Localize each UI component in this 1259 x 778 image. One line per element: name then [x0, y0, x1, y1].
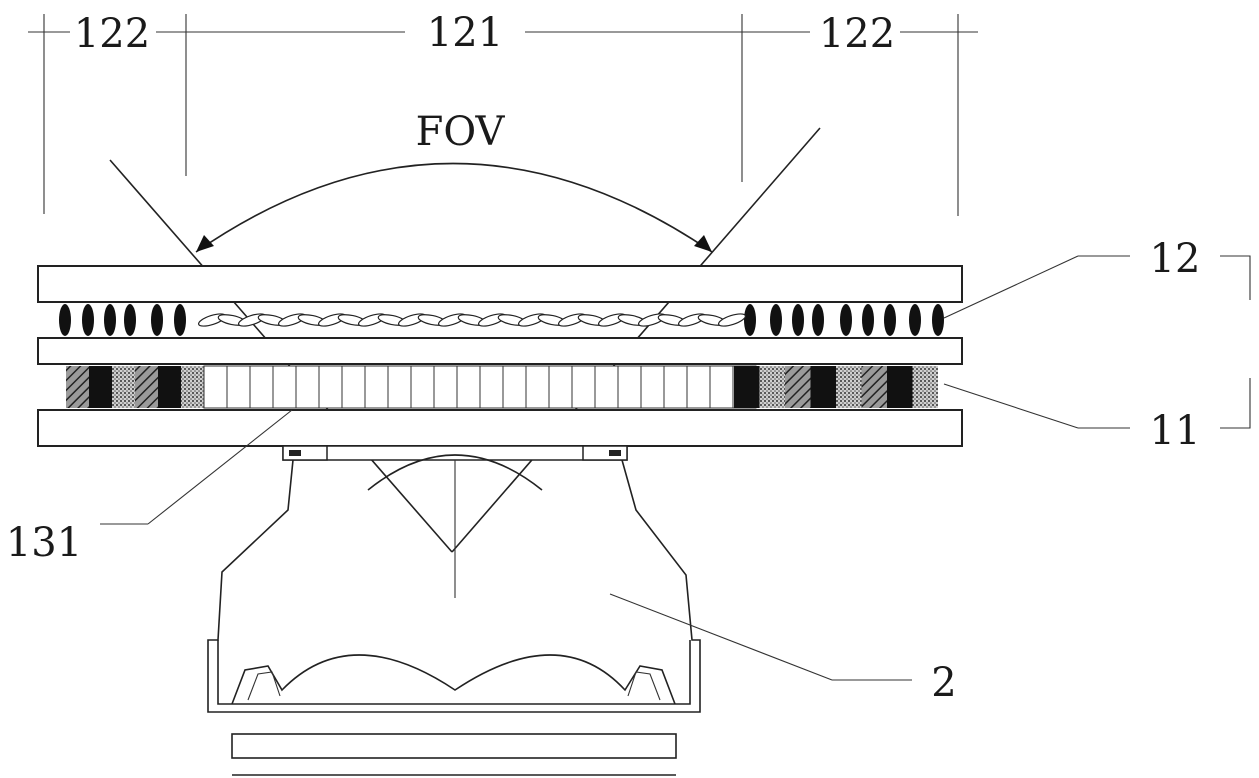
- lc-molecule-vertical: [862, 304, 874, 336]
- pixel-cell-clear: [387, 365, 412, 409]
- label-122-right: 122: [819, 11, 895, 57]
- pixel-cell-clear: [479, 365, 504, 409]
- pixel-cell-dark: [66, 366, 89, 408]
- camera-module: [207, 445, 701, 776]
- leader-2: [609, 593, 833, 681]
- label-12: 12: [1150, 236, 1201, 282]
- pixel-cell-dark: [734, 366, 760, 408]
- lc-molecule-vertical: [59, 304, 71, 336]
- lc-molecule-vertical: [792, 304, 804, 336]
- label-1: 1: [1256, 316, 1259, 362]
- pixel-cell-dark: [759, 366, 785, 408]
- pixel-cell-clear: [456, 365, 481, 409]
- pixel-cell-clear: [341, 365, 366, 409]
- pixel-cell-dark: [785, 366, 811, 408]
- pixel-cell-clear: [410, 365, 435, 409]
- lc-molecule-vertical: [770, 304, 782, 336]
- pixel-cell-clear: [663, 365, 688, 409]
- pixel-cell-dark: [861, 366, 887, 408]
- pixel-cell-clear: [364, 365, 389, 409]
- lc-molecule-vertical: [124, 304, 136, 336]
- pixel-cell-dark: [89, 366, 112, 408]
- pixel-cell-clear: [594, 365, 619, 409]
- bottom-glass: [37, 409, 963, 447]
- lc-molecule-vertical: [840, 304, 852, 336]
- pixel-cell-dark: [887, 366, 913, 408]
- lc-molecule-vertical: [82, 304, 94, 336]
- leader-131: [147, 409, 293, 525]
- pixel-cell-dark: [912, 366, 938, 408]
- pixel-cell-clear: [433, 365, 458, 409]
- lc-molecule-vertical: [932, 304, 944, 336]
- pixel-cell-clear: [295, 365, 320, 409]
- fov-label: FOV: [416, 109, 506, 155]
- middle-glass: [37, 337, 963, 365]
- label-11: 11: [1150, 408, 1201, 454]
- pixel-layer-11: [66, 365, 938, 409]
- liquid-crystal-layer-12: [59, 304, 944, 336]
- lc-molecule-vertical: [909, 304, 921, 336]
- label-131: 131: [6, 520, 82, 566]
- pixel-cell-clear: [502, 365, 527, 409]
- pixel-cell-dark: [836, 366, 862, 408]
- pixel-cell-clear: [617, 365, 642, 409]
- pixel-cell-clear: [709, 365, 734, 409]
- pixel-cell-dark: [135, 366, 158, 408]
- label-2: 2: [931, 660, 956, 706]
- pixel-cell-clear: [686, 365, 711, 409]
- dimension-lines: [28, 14, 978, 216]
- pixel-cell-clear: [272, 365, 297, 409]
- lc-molecule-vertical: [174, 304, 186, 336]
- pixel-cell-clear: [249, 365, 274, 409]
- top-glass: [37, 265, 963, 303]
- pixel-cell-dark: [181, 366, 204, 408]
- pixel-cell-clear: [548, 365, 573, 409]
- lc-molecule-vertical: [744, 304, 756, 336]
- display-panel: [37, 265, 963, 447]
- lc-molecule-vertical: [104, 304, 116, 336]
- pixel-cell-clear: [203, 365, 228, 409]
- lc-molecule-vertical: [151, 304, 163, 336]
- pixel-cell-clear: [640, 365, 665, 409]
- pixel-cell-clear: [525, 365, 550, 409]
- lc-molecule-tilted: [718, 313, 746, 327]
- pixel-cell-clear: [318, 365, 343, 409]
- label-122-left: 122: [74, 11, 150, 57]
- lc-molecule-vertical: [884, 304, 896, 336]
- layer-callouts: [943, 255, 1251, 429]
- pixel-cell-dark: [158, 366, 181, 408]
- lc-molecule-vertical: [812, 304, 824, 336]
- pixel-cell-clear: [571, 365, 596, 409]
- pixel-cell-dark: [810, 366, 836, 408]
- pixel-cell-dark: [112, 366, 135, 408]
- pixel-cell-clear: [226, 365, 251, 409]
- label-121: 121: [427, 10, 503, 56]
